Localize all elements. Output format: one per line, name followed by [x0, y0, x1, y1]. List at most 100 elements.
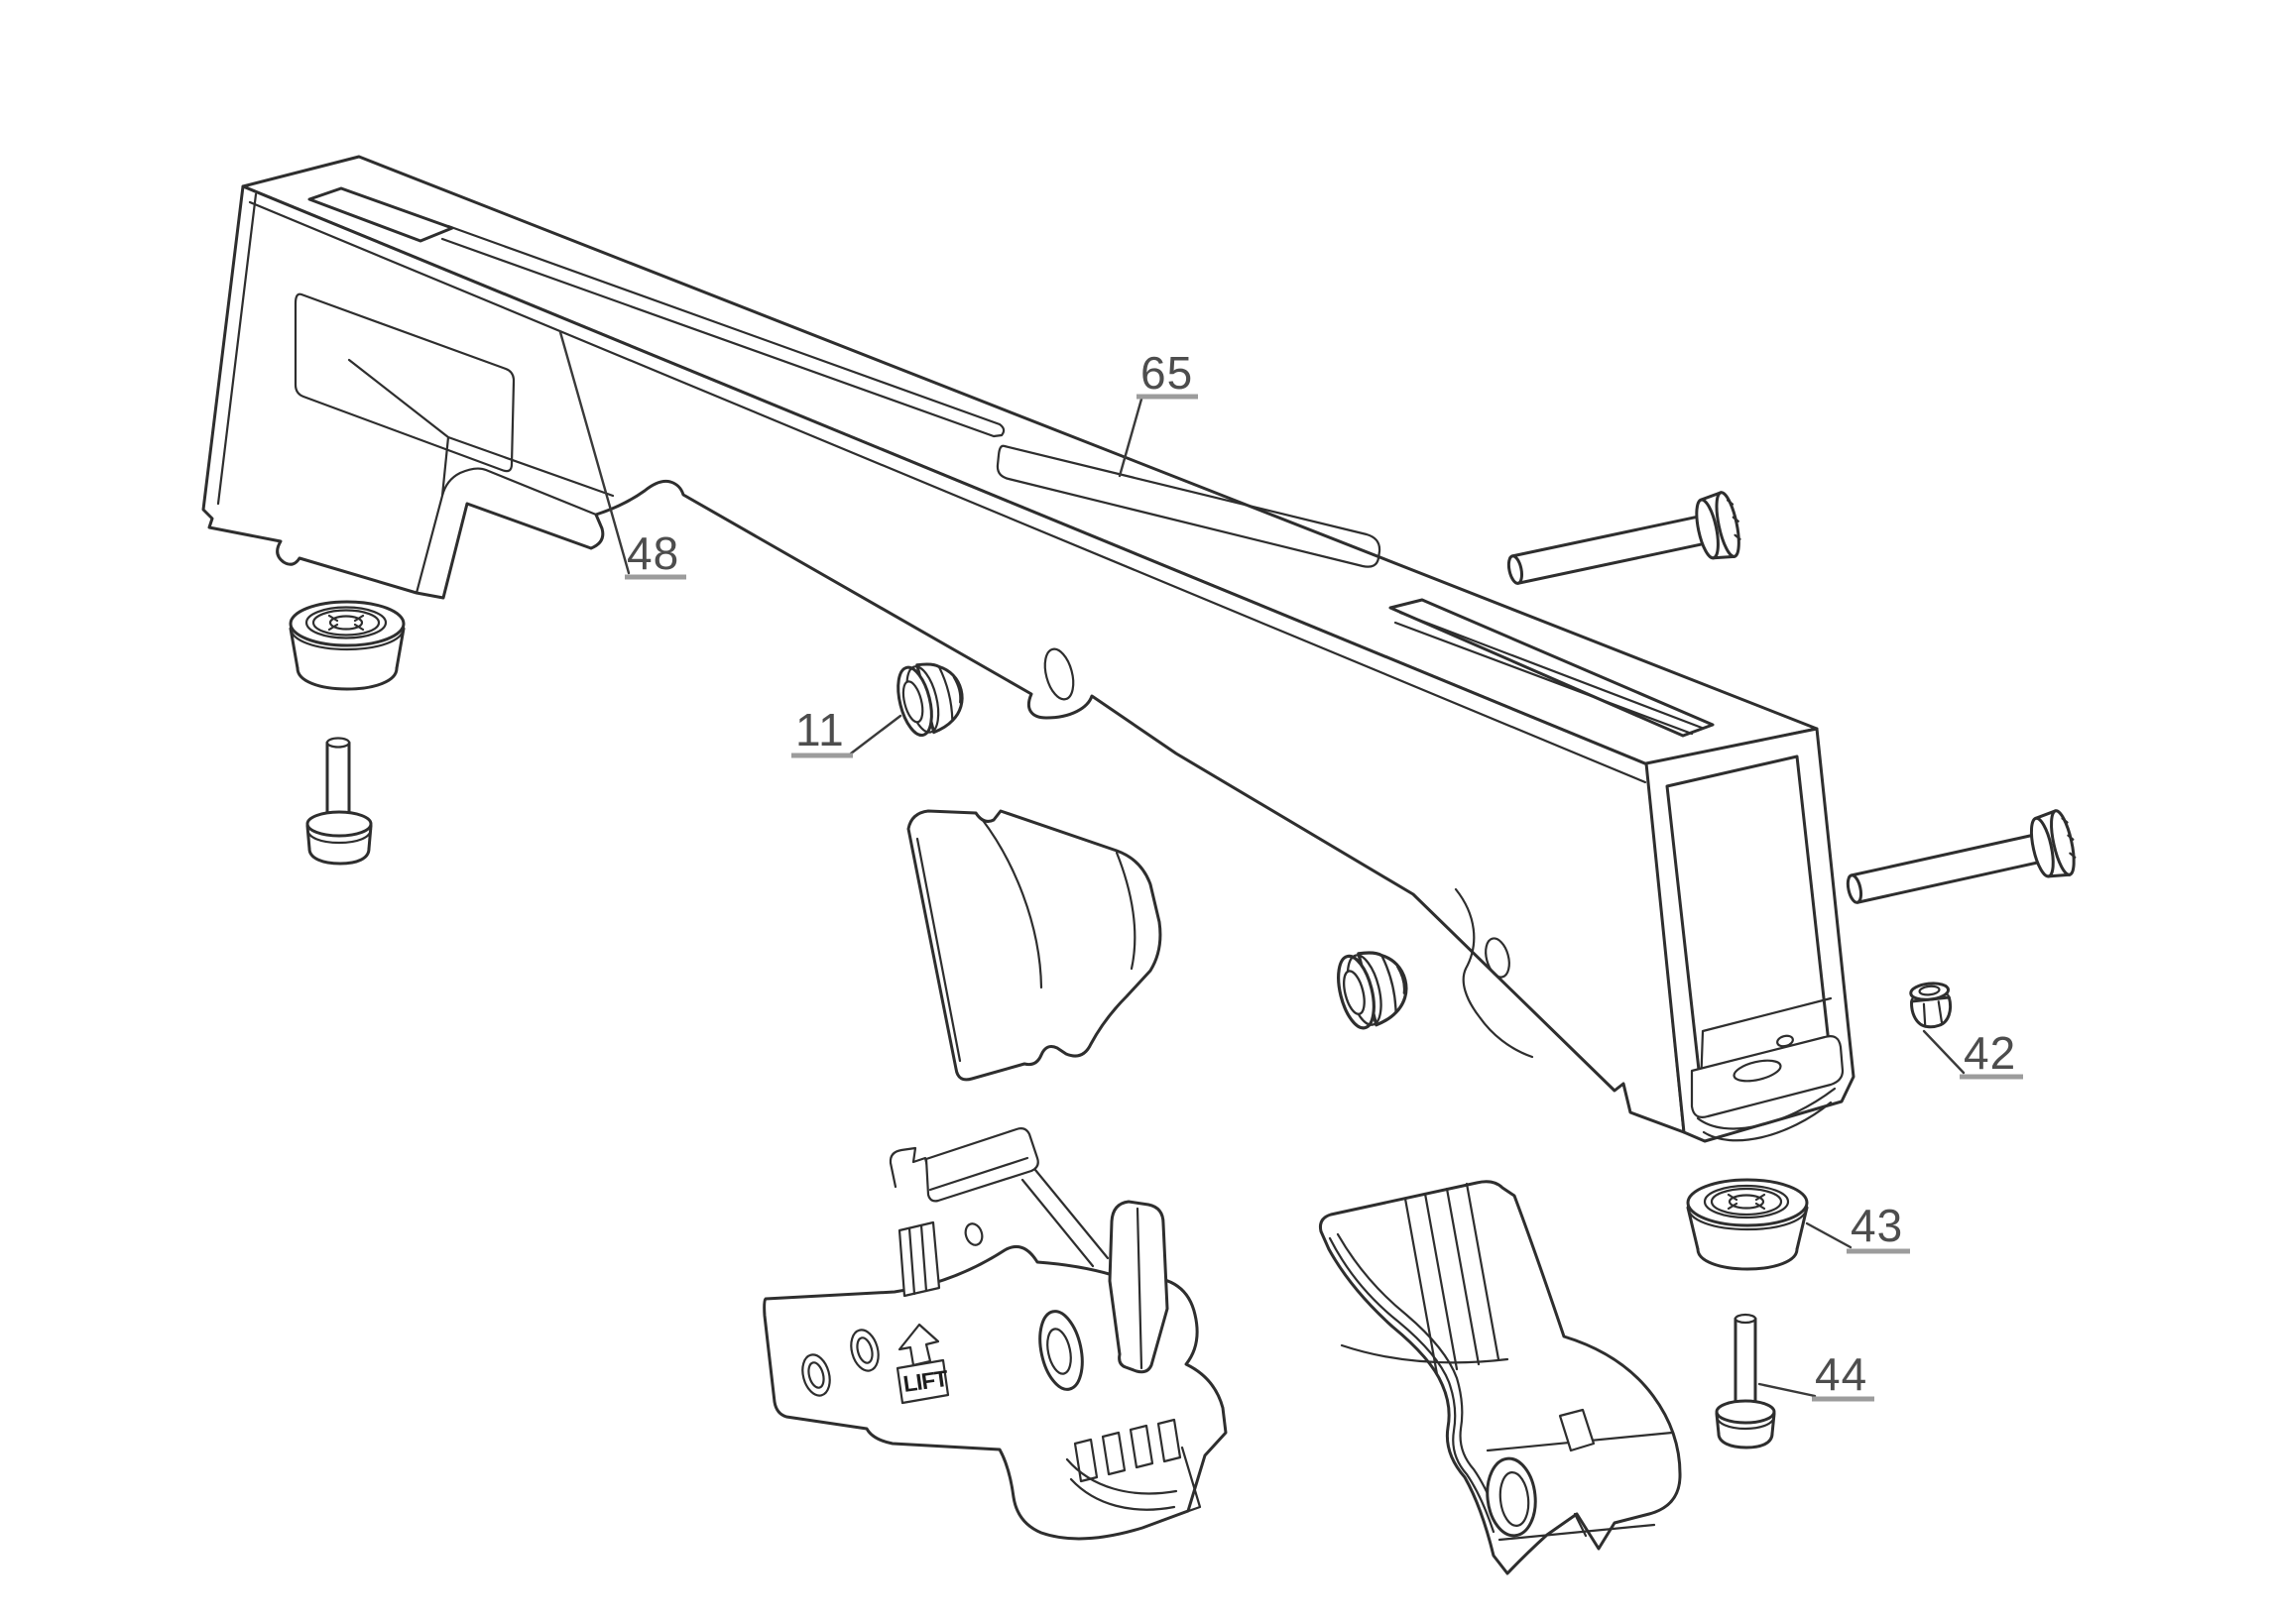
- part-label-44: 44: [1815, 1348, 1867, 1400]
- screw-right-head-top: [1715, 1399, 1776, 1425]
- latch-blade-inner: [1136, 1207, 1143, 1370]
- bumper-right-bottom: [1696, 1247, 1799, 1271]
- rail-left-edge-line: [216, 192, 258, 506]
- latch-clevis: [889, 1146, 931, 1189]
- latch-plate-hole1-inner: [807, 1361, 825, 1389]
- bumper-right-ring1: [1703, 1184, 1790, 1219]
- screw-right-head-bottom: [1717, 1432, 1774, 1450]
- rubber-bumper-right: [1686, 1178, 1809, 1271]
- part-label-48: 48: [627, 527, 679, 579]
- pin2-shaft: [1850, 833, 2043, 904]
- screw-right-head-ring: [1715, 1414, 1776, 1431]
- leader-48: [558, 330, 631, 575]
- lock-nut-left: [897, 662, 964, 738]
- latch-lever-bar: [924, 1127, 1039, 1203]
- bumper-left-ring1: [304, 606, 388, 639]
- pan-head-screw-right: [1715, 1313, 1776, 1450]
- web-hole-right: [1485, 937, 1510, 979]
- leader-44: [1757, 1382, 1817, 1398]
- pin2-knurl-marks: [2061, 817, 2077, 859]
- callout-44: 44: [1757, 1348, 1874, 1402]
- web-curve-detail: [1454, 887, 1534, 1059]
- lock-nut-middle: [1337, 951, 1408, 1030]
- nut-mid-hole: [1342, 970, 1366, 1016]
- screw-right-shaft: [1734, 1317, 1757, 1406]
- top-slot-right-inner: [1393, 611, 1704, 736]
- guard-fold-lines: [915, 817, 1136, 1063]
- flange-oval-hole: [1733, 1059, 1782, 1083]
- rail-bracket-body: [201, 155, 1855, 1143]
- pin1-shaft: [1510, 515, 1709, 585]
- leader-65: [1118, 394, 1144, 478]
- rail-chamfer-line: [248, 200, 1647, 784]
- callout-48: 48: [558, 330, 686, 580]
- clamp-rail-strips: [1403, 1182, 1500, 1376]
- latch-lever-inner: [928, 1156, 1029, 1192]
- latch-plate-hole2: [850, 1329, 880, 1372]
- nut11-facets: [937, 665, 962, 722]
- bumper-left-bottom: [296, 666, 399, 691]
- clevis-pin-upper: [1506, 491, 1741, 585]
- lift-text: LIFT: [901, 1365, 950, 1397]
- pin1-head-cap: [1715, 491, 1740, 558]
- nut11-hole: [901, 680, 924, 724]
- latch-pivot-lines: [907, 1223, 928, 1296]
- latch-plate-hole1: [801, 1353, 831, 1397]
- leader-42: [1922, 1029, 1966, 1075]
- callout-42: 42: [1922, 1027, 2023, 1080]
- nut-mid-facets: [1380, 954, 1406, 1014]
- callout-65: 65: [1118, 347, 1198, 478]
- pin2-tail: [1846, 873, 1863, 904]
- nut42-facets: [1922, 1000, 1944, 1027]
- part-label-11: 11: [795, 704, 845, 755]
- clamp-barrel-end: [1486, 1456, 1537, 1538]
- clamp-square-tab: [1558, 1408, 1596, 1452]
- latch-lever-assembly: LIFT: [763, 1127, 1228, 1541]
- part-label-65: 65: [1140, 347, 1193, 399]
- latch-link-bars: [1020, 1168, 1110, 1268]
- clamp-barrel-hole: [1498, 1471, 1530, 1527]
- screw-left-head-top: [305, 810, 373, 838]
- latch-teeth-band: [1065, 1446, 1202, 1523]
- pin1-tail: [1506, 554, 1524, 585]
- screw-right-tip: [1734, 1313, 1757, 1325]
- lift-arrow-icon: LIFT: [896, 1323, 950, 1405]
- pin2-shaft-fill: [1851, 834, 2042, 903]
- screw-left-head-sides: [305, 824, 373, 851]
- slot-cover-panel: [996, 444, 1381, 568]
- part-label-42: 42: [1964, 1027, 2016, 1079]
- bumper-right-hub: [1728, 1194, 1765, 1210]
- bumper-right-marks: [1727, 1193, 1766, 1211]
- nut11-body: [915, 662, 964, 735]
- clamp-sheet-lines: [1328, 1232, 1501, 1534]
- latch-plate-hole2-inner: [856, 1336, 874, 1364]
- screw-left-tip: [325, 737, 351, 749]
- callout-11: 11: [791, 704, 902, 758]
- callout-43: 43: [1805, 1200, 1910, 1254]
- bumper-right-sides: [1686, 1206, 1809, 1251]
- handle-strap-lines: [347, 358, 615, 595]
- end-frame-pad: [1696, 1087, 1837, 1142]
- latch-boss-hole: [1046, 1328, 1072, 1375]
- bumper-right-rim: [1686, 1205, 1809, 1231]
- bumper-right-ring2: [1710, 1187, 1783, 1217]
- nut42-body: [1910, 995, 1953, 1029]
- latch-teeth: [1073, 1418, 1182, 1483]
- bumper-left-marks: [327, 614, 365, 632]
- clamp-pawl-assembly: [1319, 1180, 1682, 1575]
- bumper-left-hub: [328, 615, 364, 631]
- rubber-bumper-left: [289, 600, 406, 691]
- latch-body: [763, 1245, 1228, 1541]
- bumper-left-sides: [289, 627, 406, 670]
- clamp-outline: [1319, 1180, 1682, 1575]
- top-slot-left-groove: [440, 224, 1006, 438]
- bumper-left-ring2: [311, 609, 381, 637]
- screw-left-shaft: [325, 741, 351, 822]
- rail-front-face: [201, 184, 1686, 1134]
- pin2-head-cap: [2050, 809, 2076, 876]
- leader-11: [849, 714, 902, 755]
- nut42-hole: [1918, 985, 1941, 996]
- screw-left-head-ring: [305, 827, 373, 845]
- clevis-pin-lower: [1846, 809, 2077, 904]
